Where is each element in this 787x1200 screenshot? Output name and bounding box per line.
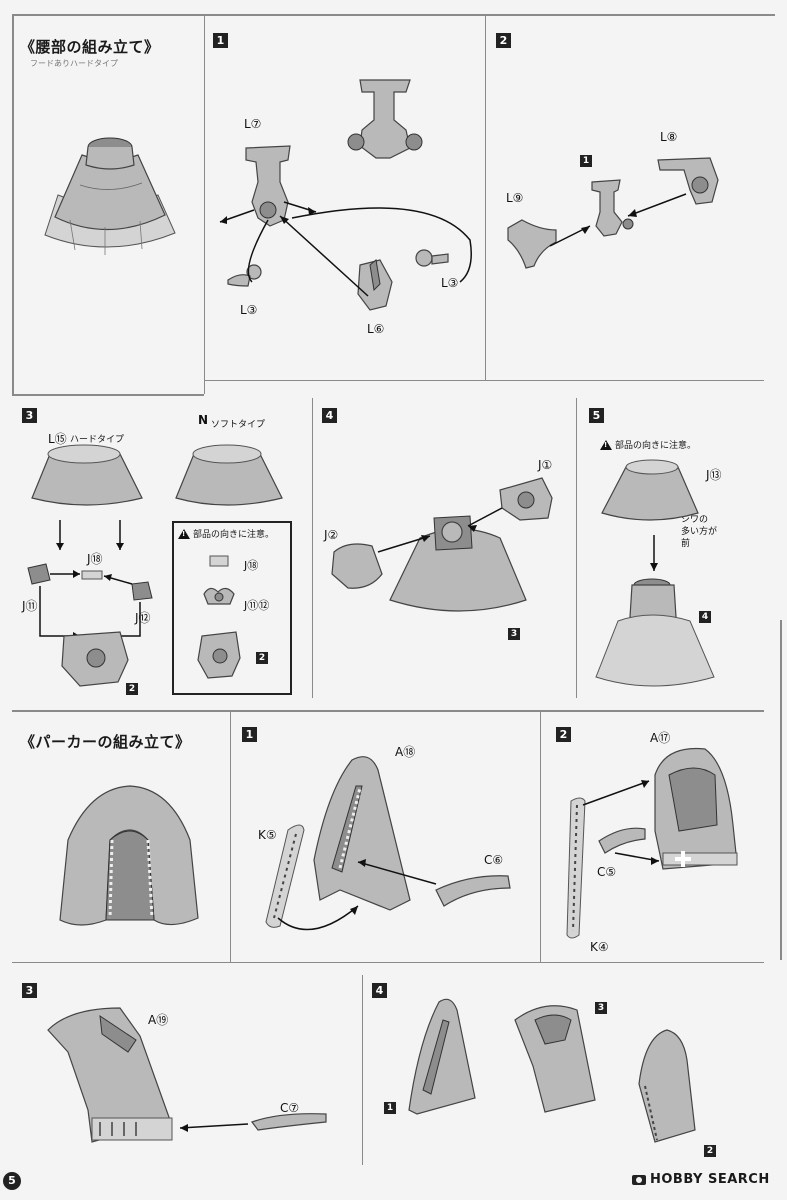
step-2-ref-number: 1 xyxy=(580,155,592,167)
parka-step4-ref-2: 2 xyxy=(704,1145,716,1157)
parka-step-2-number: 2 xyxy=(556,727,571,742)
label-K4: K④ xyxy=(590,940,609,954)
label-J13: J⑬ xyxy=(706,468,722,482)
divider xyxy=(12,14,14,394)
parka-step-4-number: 4 xyxy=(372,983,387,998)
label-L6: L⑥ xyxy=(367,322,385,336)
divider xyxy=(540,712,541,962)
step-3-ref-number: 2 xyxy=(126,683,138,695)
soft-type-text: ソフトタイプ xyxy=(211,420,266,430)
step5-warning: 部品の向きに注意。 xyxy=(600,438,696,451)
divider xyxy=(12,710,764,712)
parka-assembled-illustration xyxy=(59,785,199,926)
step-4-number: 4 xyxy=(322,408,337,423)
wrinkle-note-1: シワの xyxy=(681,515,709,525)
hard-type-text: ハードタイプ xyxy=(70,435,125,445)
label-A19: A⑲ xyxy=(148,1013,169,1027)
label-L8: L⑧ xyxy=(660,130,678,144)
label-J12: J⑫ xyxy=(135,611,151,625)
label-C6: C⑥ xyxy=(484,853,504,867)
label-J11: J⑪ xyxy=(22,599,38,613)
divider xyxy=(12,14,775,16)
parka-step3-diagram xyxy=(47,1007,327,1143)
waist-assembled-illustration xyxy=(44,137,176,255)
orientation-warning-text: 部品の向きに注意。 xyxy=(193,530,275,540)
warning-icon xyxy=(600,439,612,450)
parka-step4-ref-1: 1 xyxy=(384,1102,396,1114)
label-C7: C⑦ xyxy=(280,1101,300,1115)
parka-section-title: 《パーカーの組み立て》 xyxy=(20,733,191,751)
step2-diagram xyxy=(507,157,719,269)
parka-step4-ref-3: 3 xyxy=(595,1002,607,1014)
divider xyxy=(312,398,313,698)
label-L3-right: L③ xyxy=(441,276,459,290)
label-L7: L⑦ xyxy=(244,117,262,131)
step-4-ref-number: 3 xyxy=(508,628,520,640)
parka-step4-diagram xyxy=(408,998,696,1143)
hobby-search-logo: HOBBY SEARCH xyxy=(632,1172,770,1187)
page-number: 5 xyxy=(3,1172,21,1190)
waist-section-title: 《腰部の組み立て》 xyxy=(20,38,160,56)
label-K5: K⑤ xyxy=(258,828,277,842)
parka-step-3-number: 3 xyxy=(22,983,37,998)
wrinkle-note-2: 多い方が xyxy=(681,527,718,537)
note-ref-number: 2 xyxy=(256,652,268,664)
step-5-number: 5 xyxy=(589,408,604,423)
divider xyxy=(12,394,204,396)
note-item-J18: J⑱ xyxy=(244,559,259,572)
note-item-J11-12: J⑪⑫ xyxy=(244,599,270,612)
camera-icon xyxy=(632,1174,646,1185)
step5-diagram xyxy=(595,459,715,687)
label-L15: L⑮ xyxy=(48,432,67,446)
step5-warning-text: 部品の向きに注意。 xyxy=(615,441,697,451)
divider xyxy=(576,398,577,698)
warning-icon xyxy=(178,528,190,539)
wrinkle-note-3: 前 xyxy=(681,539,691,549)
divider xyxy=(485,16,486,381)
step-5-ref-number: 4 xyxy=(699,611,711,623)
parka-step1-diagram xyxy=(265,756,511,931)
label-J1: J① xyxy=(538,458,553,472)
label-L9: L⑨ xyxy=(506,191,524,205)
parka-step2-diagram xyxy=(566,747,738,939)
orientation-warning: 部品の向きに注意。 xyxy=(178,527,274,540)
note-parts-illustration xyxy=(197,555,241,679)
label-J2: J② xyxy=(324,528,339,542)
divider xyxy=(362,975,363,1165)
label-A18: A⑱ xyxy=(395,745,416,759)
label-C5: C⑤ xyxy=(597,865,617,879)
label-J18: J⑱ xyxy=(87,552,103,566)
step-1-number: 1 xyxy=(213,33,228,48)
waist-section-subtitle: フードありハードタイプ xyxy=(30,59,118,68)
step4-diagram xyxy=(331,477,553,612)
divider xyxy=(204,16,205,394)
logo-text: HOBBY SEARCH xyxy=(650,1172,770,1187)
step1-diagram xyxy=(219,79,472,311)
divider xyxy=(204,380,764,381)
divider xyxy=(780,620,782,960)
label-A17: A⑰ xyxy=(650,731,671,745)
divider xyxy=(12,962,764,963)
step3-skirt-parts xyxy=(27,444,283,687)
label-L3-left: L③ xyxy=(240,303,258,317)
step-2-number: 2 xyxy=(496,33,511,48)
divider xyxy=(230,712,231,962)
label-N: N xyxy=(198,413,209,427)
parka-step-1-number: 1 xyxy=(242,727,257,742)
step-3-number: 3 xyxy=(22,408,37,423)
